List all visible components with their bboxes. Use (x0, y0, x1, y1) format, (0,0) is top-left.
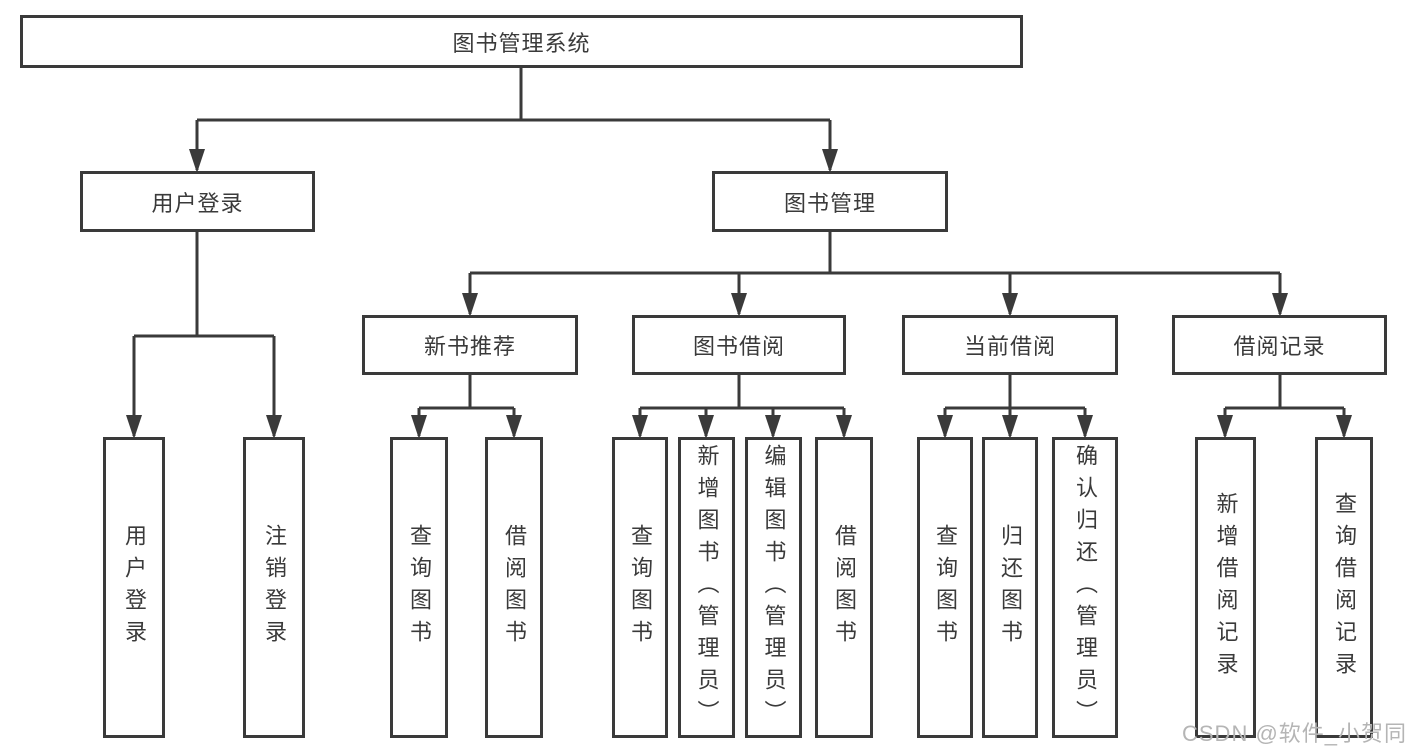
leaf-add-borrow-record: 新增借阅记录 (1195, 437, 1256, 738)
leaf-user-login: 用户登录 (103, 437, 165, 738)
node-library-management-system: 图书管理系统 (20, 15, 1023, 68)
node-new-book-recommend: 新书推荐 (362, 315, 578, 375)
leaf-confirm-return-admin: 确认归还（管理员） (1052, 437, 1118, 738)
leaf-query-books-borrow: 查询图书 (612, 437, 668, 738)
csdn-watermark: CSDN @软件_小贺同学 (1182, 721, 1405, 746)
node-book-borrowing: 图书借阅 (632, 315, 846, 375)
leaf-return-books: 归还图书 (982, 437, 1038, 738)
leaf-borrow-books: 借阅图书 (815, 437, 873, 738)
leaf-edit-books-admin: 编辑图书（管理员） (745, 437, 802, 738)
arrowheads (126, 149, 1352, 439)
leaf-logout: 注销登录 (243, 437, 305, 738)
leaf-query-books-recommend: 查询图书 (390, 437, 448, 738)
node-book-management: 图书管理 (712, 171, 948, 232)
node-current-borrowing: 当前借阅 (902, 315, 1118, 375)
leaf-add-books-admin: 新增图书（管理员） (678, 437, 735, 738)
leaf-query-borrow-record: 查询借阅记录 (1315, 437, 1373, 738)
leaf-query-books-current: 查询图书 (917, 437, 973, 738)
leaf-borrow-books-recommend: 借阅图书 (485, 437, 543, 738)
node-user-login: 用户登录 (80, 171, 315, 232)
node-borrowing-records: 借阅记录 (1172, 315, 1387, 375)
